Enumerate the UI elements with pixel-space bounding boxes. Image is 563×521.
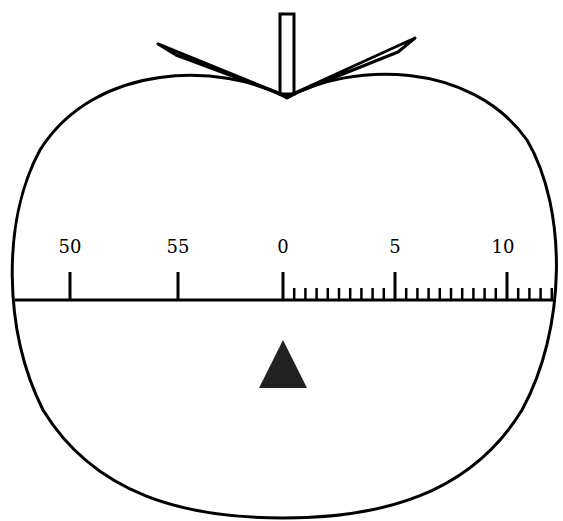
scale-tick <box>282 272 285 300</box>
scale-tick <box>304 288 307 300</box>
scale-tick <box>551 288 554 300</box>
scale-tick <box>177 272 180 300</box>
scale-tick <box>416 288 419 300</box>
scale-tick <box>327 288 330 300</box>
scale-tick <box>528 288 531 300</box>
scale-tick <box>360 288 363 300</box>
scale-tick <box>472 288 475 300</box>
scale-number: 5 <box>389 238 400 256</box>
apple-stem <box>280 14 294 94</box>
scale-tick <box>461 288 464 300</box>
leaf-left <box>158 44 286 96</box>
scale-tick <box>483 288 486 300</box>
scale-tick <box>383 288 386 300</box>
scale-tick <box>427 288 430 300</box>
scale-tick <box>539 288 542 300</box>
scale-tick <box>439 288 442 300</box>
leaf-right <box>288 38 415 96</box>
scale-tick <box>315 288 318 300</box>
scale-number: 50 <box>59 238 82 256</box>
scale-tick <box>293 288 296 300</box>
scale-tick <box>517 288 520 300</box>
scale-tick <box>69 272 72 300</box>
scale-number: 0 <box>277 238 288 256</box>
scale-tick <box>338 288 341 300</box>
scale-tick <box>349 288 352 300</box>
scale-tick <box>495 288 498 300</box>
scale-tick <box>394 272 397 300</box>
scale-number: 10 <box>492 238 515 256</box>
scale-tick <box>405 288 408 300</box>
scale-ticks <box>70 272 552 300</box>
scale-tick <box>371 288 374 300</box>
apple-outline <box>12 74 556 518</box>
scale-tick <box>506 272 509 300</box>
index-triangle <box>259 340 307 388</box>
scale-tick <box>450 288 453 300</box>
scale-number: 55 <box>167 238 190 256</box>
